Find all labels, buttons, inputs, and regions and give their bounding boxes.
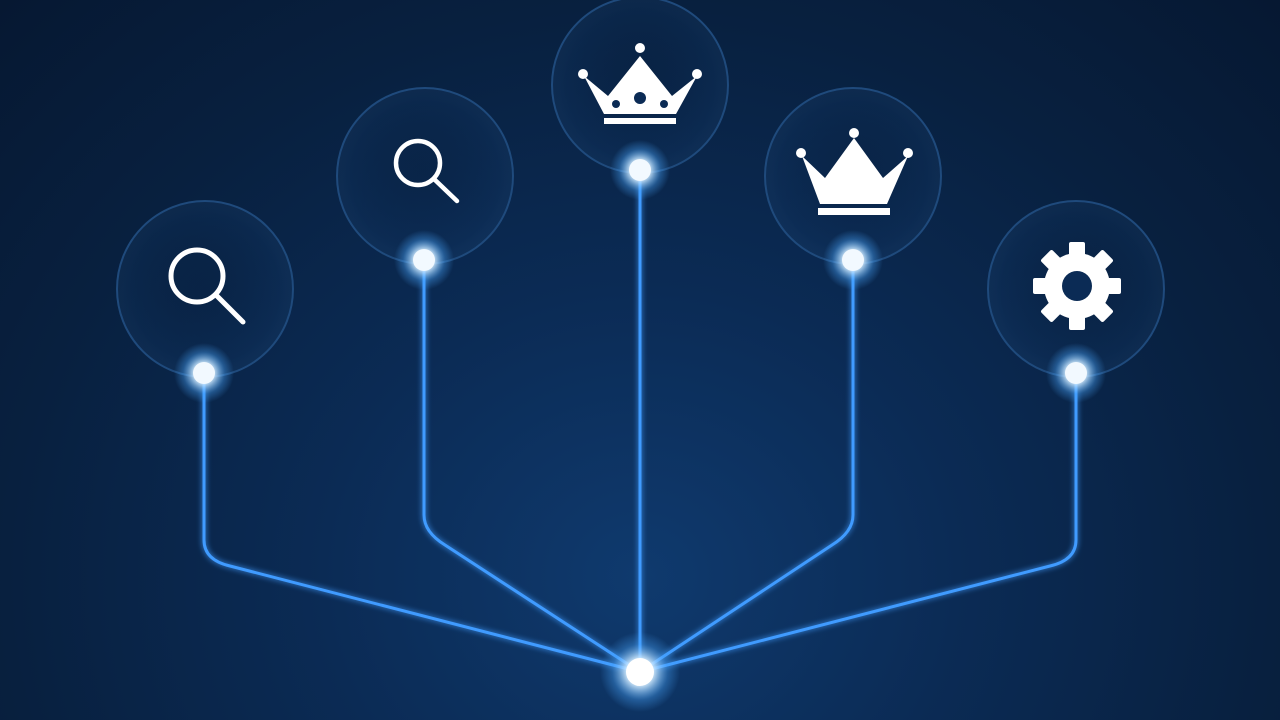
connector-lines xyxy=(202,168,1078,674)
gear-icon[interactable] xyxy=(1033,242,1121,330)
crown-icon[interactable] xyxy=(796,128,913,215)
connector-line-left xyxy=(202,371,642,674)
search-icon[interactable] xyxy=(168,247,246,325)
connector-line-mid-right xyxy=(638,258,855,674)
connector-line-mid-left xyxy=(422,258,642,674)
crown-icon[interactable] xyxy=(578,43,702,124)
connector-line-right xyxy=(638,371,1078,674)
search-icon[interactable] xyxy=(393,138,460,204)
glow-nodes xyxy=(174,140,1106,712)
